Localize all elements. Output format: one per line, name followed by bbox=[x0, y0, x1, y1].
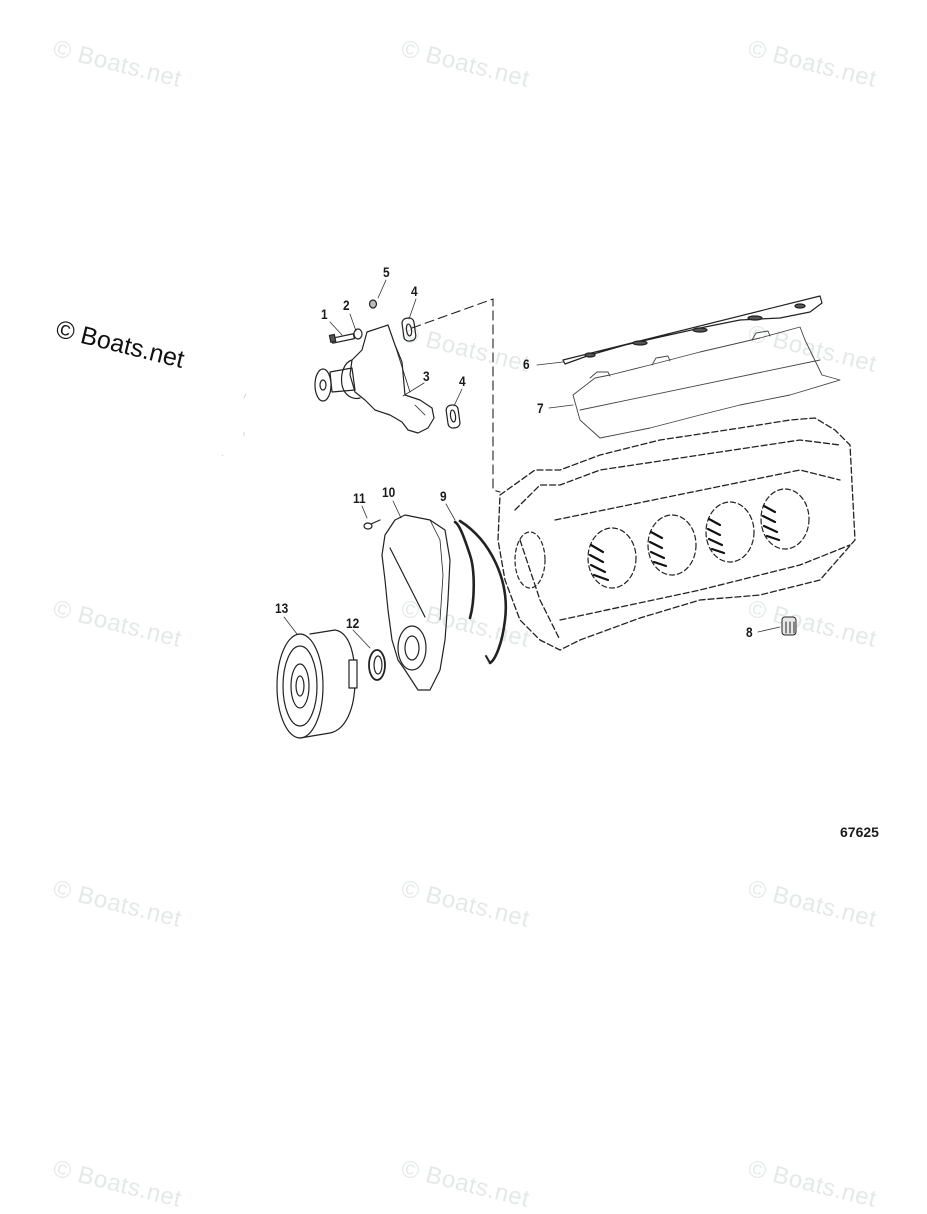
oil-pan-gasket-strip-icon bbox=[562, 295, 823, 365]
front-seal-icon bbox=[368, 649, 386, 681]
o-ring-seal-icon bbox=[453, 519, 508, 665]
figure-number: 67625 bbox=[840, 824, 879, 840]
callout-3: 3 bbox=[423, 368, 430, 384]
callout-5: 5 bbox=[383, 264, 390, 280]
harmonic-balancer-icon bbox=[276, 629, 358, 739]
block-front-flange bbox=[514, 531, 546, 589]
bore-hatching bbox=[588, 504, 781, 582]
callout-4-lower: 4 bbox=[459, 373, 466, 389]
callout-7: 7 bbox=[537, 400, 544, 416]
plug-icon bbox=[781, 616, 797, 636]
leader-lines bbox=[283, 279, 781, 649]
callout-2: 2 bbox=[343, 297, 350, 313]
water-pump-icon bbox=[314, 324, 435, 434]
oil-pan-baffle-icon bbox=[572, 326, 841, 439]
timing-cover-bolt-icon bbox=[363, 519, 381, 530]
callout-6: 6 bbox=[523, 356, 530, 372]
callout-4-upper: 4 bbox=[411, 283, 418, 299]
nut-icon bbox=[368, 299, 378, 309]
callout-1: 1 bbox=[321, 306, 328, 322]
callout-8: 8 bbox=[746, 624, 753, 640]
callout-13: 13 bbox=[275, 600, 289, 616]
water-pump-gasket-upper-icon bbox=[401, 317, 417, 342]
timing-cover-icon bbox=[381, 514, 451, 691]
callout-9: 9 bbox=[440, 488, 447, 504]
callout-11: 11 bbox=[353, 490, 366, 506]
cylinder-bore-icon bbox=[587, 488, 810, 589]
alignment-dashed-line bbox=[411, 298, 501, 493]
callout-12: 12 bbox=[346, 615, 360, 631]
washer-icon bbox=[353, 328, 363, 340]
callout-10: 10 bbox=[382, 484, 396, 500]
water-pump-gasket-lower-icon bbox=[445, 404, 461, 429]
engine-block-icon bbox=[497, 417, 856, 651]
